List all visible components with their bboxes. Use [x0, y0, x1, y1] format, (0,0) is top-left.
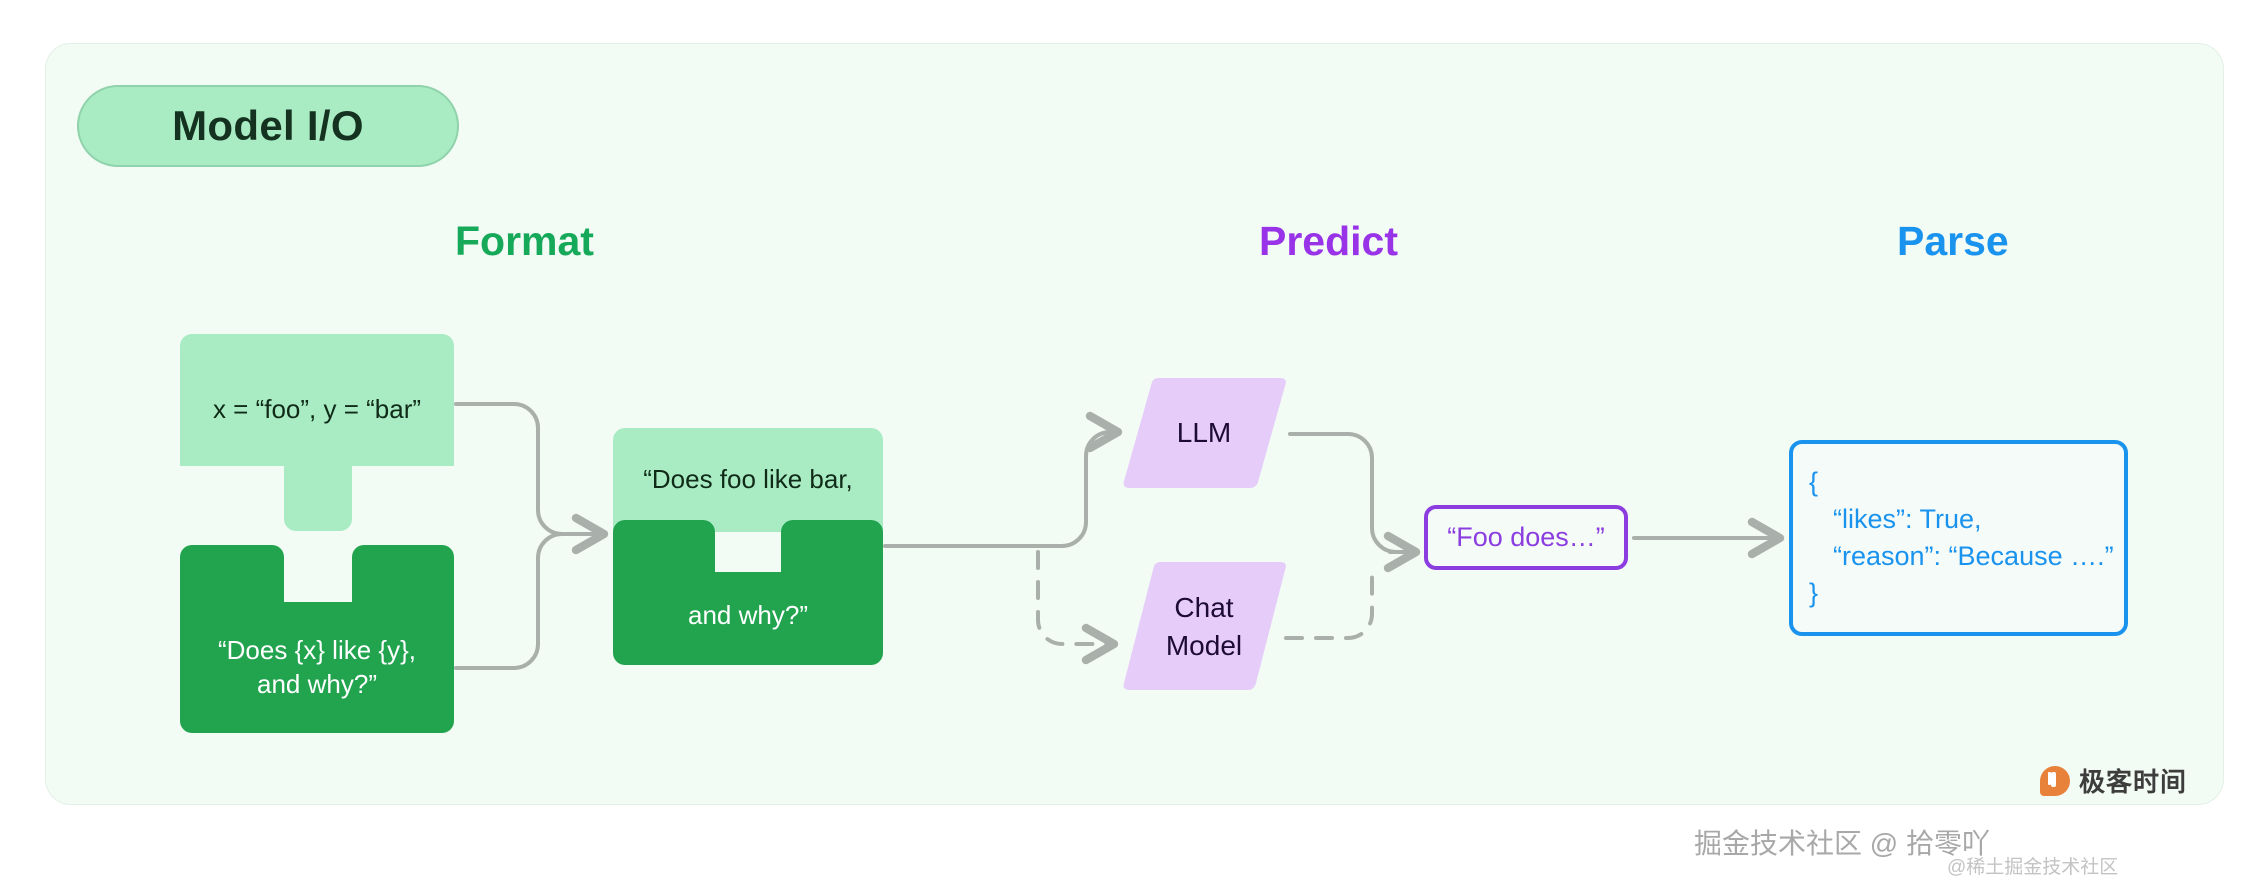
stage-title-predict: Predict — [1259, 218, 1398, 264]
puzzle-piece-combined-bottom: and why?” — [613, 520, 883, 665]
model-io-badge-label: Model I/O — [172, 102, 364, 149]
completion-text: “Foo does…” — [1447, 522, 1605, 552]
stage-title-parse: Parse — [1897, 218, 2009, 264]
geektime-logo-icon — [2040, 765, 2070, 796]
model-node-chat[interactable]: Chat Model — [1122, 562, 1286, 690]
json-line-open: { — [1809, 467, 1819, 497]
model-io-badge: Model I/O — [77, 85, 459, 167]
puzzle-piece-template-shape — [180, 545, 454, 733]
stage-title-format: Format — [455, 218, 594, 264]
json-line-reason: “reason”: “Because ….” — [1833, 540, 2114, 571]
puzzle-piece-values-shape — [180, 334, 454, 531]
geektime-watermark: 极客时间 — [2040, 762, 2187, 799]
parallelogram-shape — [1123, 378, 1286, 488]
footer-watermark-sub: @稀土掘金技术社区 — [1947, 857, 2119, 878]
json-line-close: } — [1809, 577, 1819, 608]
puzzle-piece-template: “Does {x} like {y}, and why?” — [180, 545, 454, 733]
puzzle-piece-combined-top-shape — [613, 428, 883, 532]
puzzle-piece-combined-bottom-shape — [613, 520, 883, 665]
puzzle-piece-combined-top: “Does foo like bar, — [613, 428, 883, 532]
parsed-json-box: { “likes”: True, “reason”: “Because ….” … — [1789, 440, 2128, 636]
footer-watermark: 掘金技术社区 @ 拾零吖 — [1694, 828, 1990, 859]
puzzle-piece-values: x = “foo”, y = “bar” — [180, 334, 454, 531]
model-node-llm[interactable]: LLM — [1122, 378, 1286, 488]
completion-box: “Foo does…” — [1424, 505, 1628, 570]
json-line-likes: “likes”: True, — [1833, 503, 1982, 534]
geektime-brand-label: 极客时间 — [2079, 767, 2188, 797]
parallelogram-shape — [1123, 562, 1286, 690]
